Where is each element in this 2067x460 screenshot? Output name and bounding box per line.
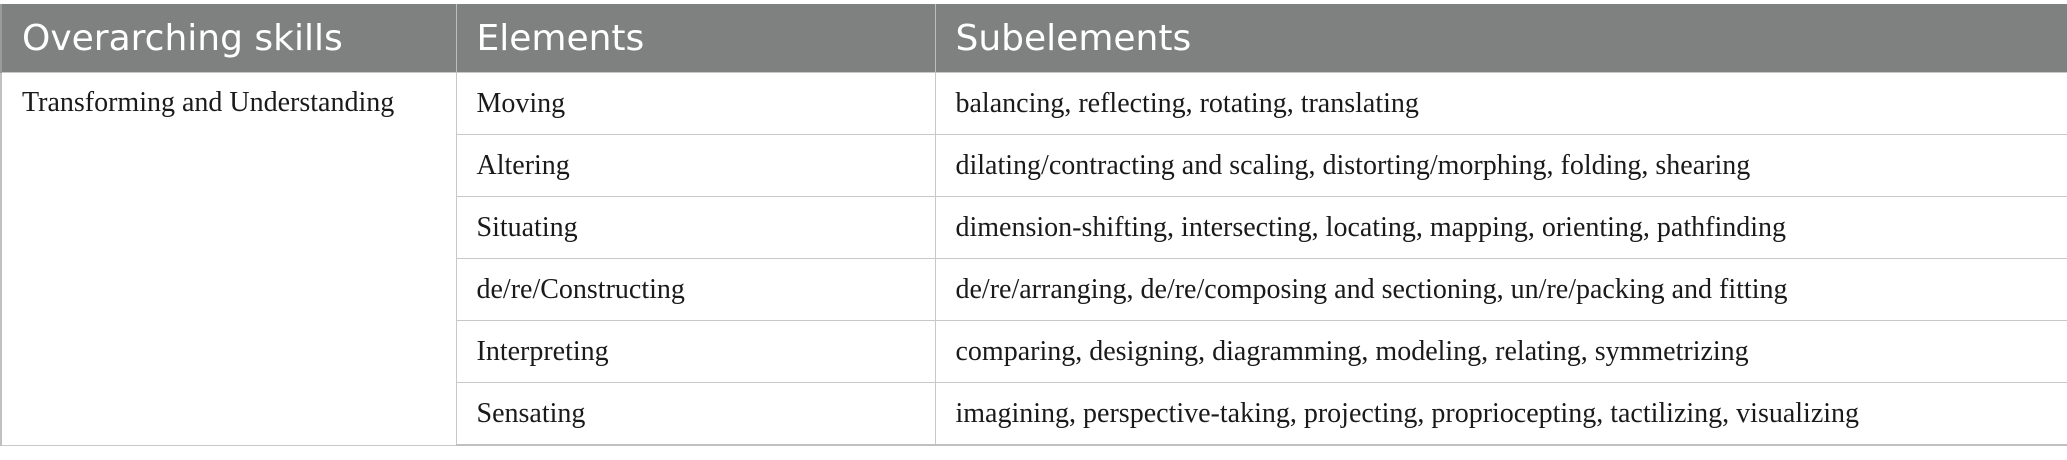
header-overarching-skills: Overarching skills	[0, 4, 457, 73]
header-subelements: Subelements	[934, 4, 2067, 73]
table-row: de/re/Constructing de/re/arranging, de/r…	[1, 258, 2067, 321]
header-elements: Elements	[455, 4, 936, 73]
element-cell: Moving	[455, 72, 936, 135]
skills-table: Overarching skills Elements Subelements …	[0, 4, 2067, 446]
table-row: Sensating imagining, perspective-taking,…	[1, 382, 2067, 446]
element-cell: Altering	[455, 134, 936, 197]
table-header-row: Overarching skills Elements Subelements	[0, 4, 2067, 73]
subelements-cell: comparing, designing, diagramming, model…	[934, 320, 2067, 383]
table-row: Transforming and Understanding Moving ba…	[0, 72, 2067, 446]
subelements-cell: balancing, reflecting, rotating, transla…	[934, 72, 2067, 135]
subelements-cell: imagining, perspective-taking, projectin…	[934, 382, 2067, 446]
element-cell: de/re/Constructing	[455, 258, 936, 321]
skills-table-container: Overarching skills Elements Subelements …	[0, 4, 2067, 446]
subelements-cell: de/re/arranging, de/re/composing and sec…	[934, 258, 2067, 321]
element-cell: Situating	[455, 196, 936, 259]
subelements-cell: dilating/contracting and scaling, distor…	[934, 134, 2067, 197]
table-row: Interpreting comparing, designing, diagr…	[1, 320, 2067, 383]
subelements-cell: dimension-shifting, intersecting, locati…	[934, 196, 2067, 259]
table-row: Altering dilating/contracting and scalin…	[1, 134, 2067, 197]
element-cell: Sensating	[455, 382, 936, 446]
element-cell: Interpreting	[455, 320, 936, 383]
overarching-skill-cell: Transforming and Understanding	[0, 72, 457, 446]
